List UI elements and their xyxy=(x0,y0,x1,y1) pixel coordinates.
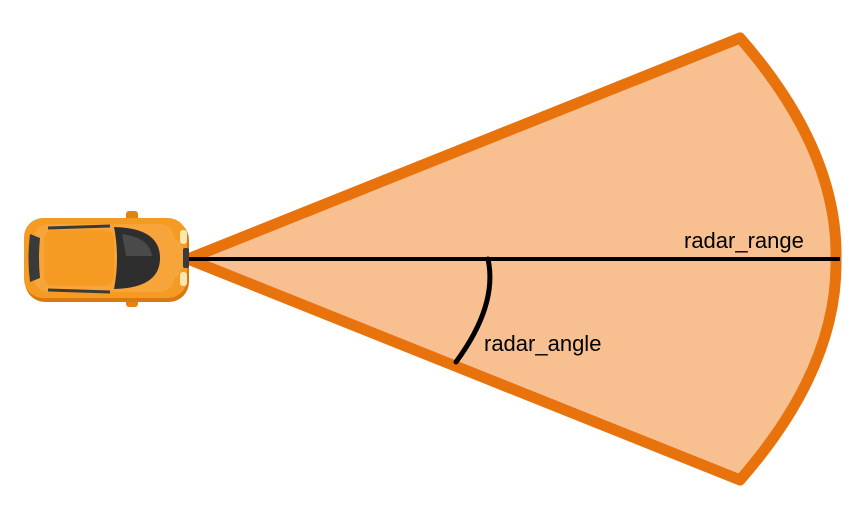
car-top-view-icon xyxy=(24,211,189,307)
radar-angle-arc xyxy=(453,256,493,365)
radar-range-label: radar_range xyxy=(684,228,804,253)
radar-angle-label: radar_angle xyxy=(484,331,601,356)
